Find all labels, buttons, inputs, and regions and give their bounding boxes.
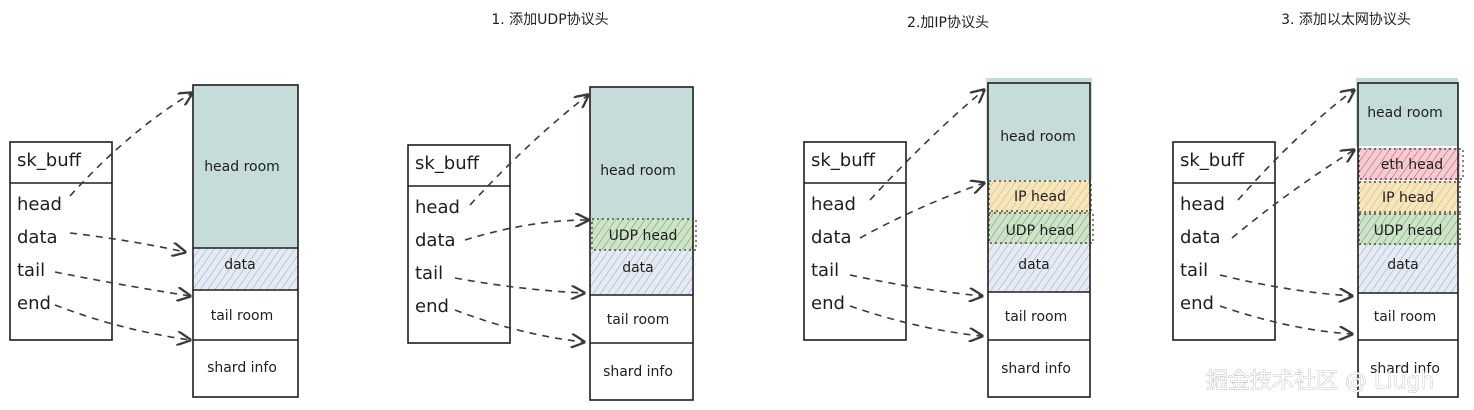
segment-head-room: head room <box>1367 105 1443 121</box>
field-data: data <box>1180 227 1221 248</box>
field-end: end <box>1180 293 1214 314</box>
segment-data: data <box>224 257 256 273</box>
segment-head-room: head room <box>1000 129 1076 145</box>
arrow-data-pointer <box>69 232 185 252</box>
field-end: end <box>811 293 845 314</box>
segment-udp-head: UDP head <box>609 228 678 244</box>
segment-data: data <box>1387 257 1419 273</box>
segment-ip-head: IP head <box>1014 189 1066 205</box>
step1-title: 1. 添加UDP协议头 <box>491 12 608 28</box>
segment-shard-info: shard info <box>1370 361 1440 377</box>
skbuff-title: sk_buff <box>17 150 82 171</box>
segment-tail-room: tail room <box>607 312 670 328</box>
field-data: data <box>17 227 58 248</box>
segment-eth-head: eth head <box>1381 157 1443 173</box>
segment-shard-info: shard info <box>207 360 277 376</box>
segment-data: data <box>1018 257 1050 273</box>
arrow-head-pointer <box>469 95 588 206</box>
segment-ip-head: IP head <box>1382 190 1434 206</box>
diagram-udp: sk_buff head data tail end head room UDP… <box>407 86 697 401</box>
field-tail: tail <box>415 263 443 284</box>
arrow-data-pointer <box>464 220 588 241</box>
segment-tail-room: tail room <box>1374 309 1437 325</box>
segment-head-room: head room <box>204 159 280 175</box>
segment-udp-head: UDP head <box>1374 223 1443 239</box>
watermark-text: 掘金技术社区 @ Liugh <box>1206 369 1434 394</box>
step3-title: 3. 添加以太网协议头 <box>1281 12 1411 28</box>
segment-tail-room: tail room <box>211 308 274 324</box>
arrow-head-pointer <box>1237 90 1354 201</box>
segment-shard-info: shard info <box>603 364 673 380</box>
skbuff-title: sk_buff <box>811 150 876 171</box>
arrow-tail-pointer <box>54 271 190 296</box>
arrow-tail-pointer <box>849 274 982 296</box>
skbuff-title: sk_buff <box>415 153 480 174</box>
segment-head-room: head room <box>600 163 676 179</box>
arrow-end-pointer <box>454 309 584 342</box>
diagram-eth: sk_buff head data tail end head room eth… <box>1172 78 1464 398</box>
field-end: end <box>17 293 51 314</box>
diagram-ip: sk_buff head data tail end head room IP … <box>803 78 1094 398</box>
arrow-data-pointer <box>859 183 984 239</box>
arrow-end-pointer <box>1219 305 1352 334</box>
arrow-tail-pointer <box>454 277 584 293</box>
skbuff-box: sk_buff head data tail end <box>803 141 907 341</box>
segment-tail-room: tail room <box>1005 309 1068 325</box>
diagram-initial: sk_buff head data tail end head room dat… <box>9 84 299 398</box>
step2-title: 2.加IP协议头 <box>907 15 989 31</box>
field-tail: tail <box>17 260 45 281</box>
arrow-head-pointer <box>69 93 192 197</box>
segment-data: data <box>622 260 654 276</box>
field-tail: tail <box>811 260 839 281</box>
field-data: data <box>415 230 456 251</box>
arrow-head-pointer <box>869 90 984 201</box>
skbuff-box: sk_buff head data tail end <box>1172 141 1276 341</box>
arrow-tail-pointer <box>1219 274 1352 296</box>
arrow-data-pointer <box>1231 150 1354 239</box>
buffer-column: head room IP head UDP head data tail roo… <box>986 78 1094 398</box>
arrow-end-pointer <box>849 305 982 336</box>
field-head: head <box>17 194 62 215</box>
buffer-column: head room data tail room shard info <box>192 84 299 398</box>
skbuff-box: sk_buff head data tail end <box>9 141 113 341</box>
field-head: head <box>811 194 856 215</box>
segment-udp-head: UDP head <box>1006 223 1075 239</box>
field-tail: tail <box>1180 260 1208 281</box>
skbuff-title: sk_buff <box>1180 150 1245 171</box>
field-data: data <box>811 227 852 248</box>
segment-shard-info: shard info <box>1001 361 1071 377</box>
arrow-end-pointer <box>54 304 190 340</box>
field-head: head <box>1180 194 1225 215</box>
buffer-column: head room eth head IP head UDP head data… <box>1356 78 1464 398</box>
buffer-column: head room UDP head data tail room shard … <box>589 86 697 401</box>
skbuff-box: sk_buff head data tail end <box>407 144 511 344</box>
field-head: head <box>415 197 460 218</box>
field-end: end <box>415 296 449 317</box>
